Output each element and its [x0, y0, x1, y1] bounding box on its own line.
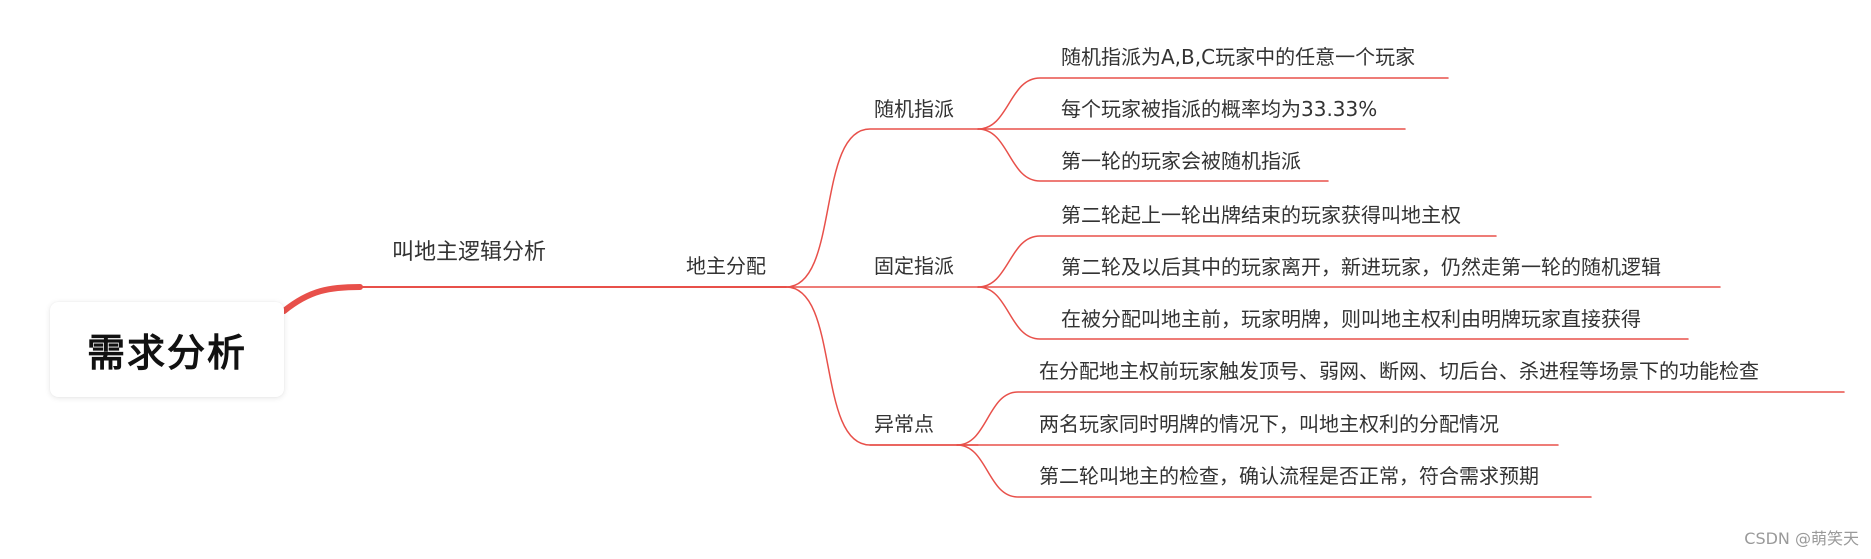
leaf-node-exception-3[interactable]: 第二轮叫地主的检查，确认流程是否正常，符合需求预期: [1039, 464, 1539, 488]
connector-leaf-9: [956, 444, 1592, 498]
leaf-node-random-3[interactable]: 第一轮的玩家会被随机指派: [1061, 149, 1301, 173]
connector-leaf-7: [956, 391, 1845, 446]
connector-leaf-1: [977, 77, 1449, 130]
root-label: 需求分析: [86, 331, 247, 375]
root-node[interactable]: 需求分析: [50, 302, 284, 397]
connector-leaf-3: [977, 128, 1329, 182]
category-node-random-assign[interactable]: 随机指派: [874, 97, 954, 121]
connector-root-branch: [281, 284, 363, 314]
watermark: CSDN @萌笑天: [1744, 529, 1859, 548]
leaf-node-exception-1[interactable]: 在分配地主权前玩家触发顶号、弱网、断网、切后台、杀进程等场景下的功能检查: [1039, 359, 1759, 383]
leaf-node-random-2[interactable]: 每个玩家被指派的概率均为33.33%: [1061, 97, 1378, 121]
leaf-node-exception-2[interactable]: 两名玩家同时明牌的情况下，叫地主权利的分配情况: [1039, 412, 1499, 436]
connector-topic-exceptions: [785, 286, 979, 446]
category-node-fixed-assign[interactable]: 固定指派: [874, 254, 954, 278]
leaf-node-fixed-2[interactable]: 第二轮及以后其中的玩家离开，新进玩家，仍然走第一轮的随机逻辑: [1061, 255, 1661, 279]
branch-node-logic-analysis[interactable]: 叫地主逻辑分析: [392, 240, 547, 265]
leaf-node-fixed-3[interactable]: 在被分配叫地主前，玩家明牌，则叫地主权利由明牌玩家直接获得: [1061, 307, 1641, 331]
category-node-exceptions[interactable]: 异常点: [874, 412, 934, 436]
connector-topic-random: [785, 128, 979, 288]
leaf-node-random-1[interactable]: 随机指派为A,B,C玩家中的任意一个玩家: [1061, 45, 1416, 69]
topic-node-landlord-allocation[interactable]: 地主分配: [686, 254, 766, 278]
connector-leaf-6: [977, 286, 1689, 340]
leaf-node-fixed-1[interactable]: 第二轮起上一轮出牌结束的玩家获得叫地主权: [1061, 203, 1461, 227]
connector-leaf-4: [977, 235, 1497, 288]
